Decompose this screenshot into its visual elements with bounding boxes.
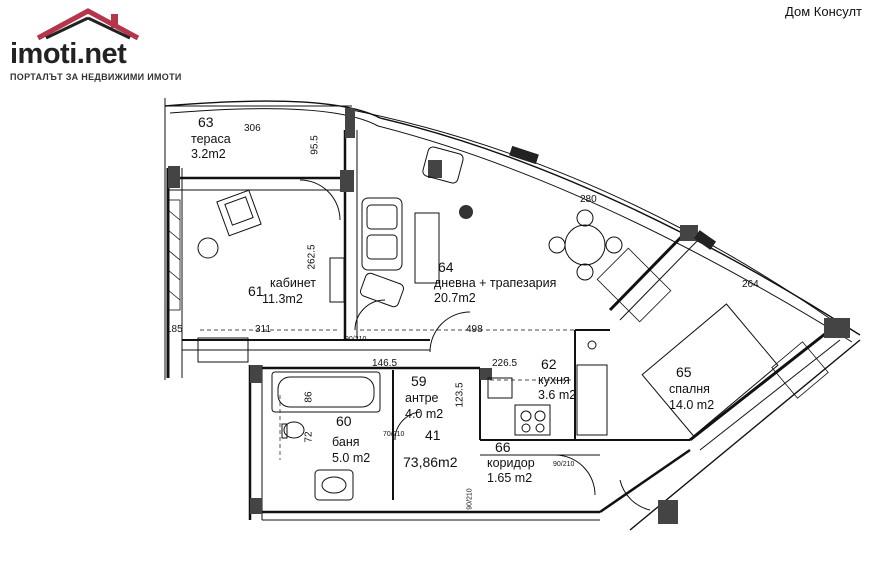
room-number-hall: 59 <box>411 373 427 389</box>
dim-label: 146.5 <box>372 358 398 369</box>
room-number-bathroom: 60 <box>336 413 352 429</box>
dim-label: 306 <box>244 123 261 134</box>
room-number-corridor: 66 <box>495 439 511 455</box>
imoti-logo: imoti.net ПОРТАЛЪТ ЗА НЕДВИЖИМИ ИМОТИ <box>8 8 181 88</box>
room-area-living: 20.7m2 <box>434 291 476 305</box>
room-number-terrace: 63 <box>198 114 214 130</box>
door-tag: 70/210 <box>383 431 405 438</box>
room-area-terrace: 3.2m2 <box>191 147 226 161</box>
door-tag: 90/210 <box>553 461 575 468</box>
brand-tagline: ПОРТАЛЪТ ЗА НЕДВИЖИМИ ИМОТИ <box>10 72 182 82</box>
room-name-terrace: тераса <box>191 132 231 146</box>
room-name-corridor: коридор <box>487 456 535 470</box>
room-number-bedroom: 65 <box>676 364 692 380</box>
watermark: Дом Консулт <box>785 4 862 19</box>
room-area-office: 11.3m2 <box>262 292 303 306</box>
house-roof-icon <box>36 8 140 41</box>
dim-label: 262.5 <box>306 244 318 270</box>
room-area-kitchen: 3.6 m2 <box>538 388 577 402</box>
brand-name: imoti.net <box>10 38 127 70</box>
room-name-hall: антре <box>405 391 439 405</box>
dim-label: 226.5 <box>492 358 518 369</box>
dim-label: 72 <box>303 431 315 443</box>
apartment-total-area: 73,86m2 <box>403 454 458 470</box>
room-number-office: 61 <box>248 283 264 299</box>
room-name-living: дневна + трапезария <box>434 276 557 290</box>
dim-label: 86 <box>303 391 315 403</box>
room-name-office: кабинет <box>270 276 317 290</box>
room-area-hall: 4.0 m2 <box>405 407 444 421</box>
dim-label: 280 <box>580 194 597 205</box>
dim-label: 185 <box>166 324 183 335</box>
dim-label: 498 <box>466 324 483 335</box>
dim-label: 311 <box>255 324 271 335</box>
room-name-kitchen: кухня <box>538 373 570 387</box>
room-area-corridor: 1.65 m2 <box>487 471 533 485</box>
room-name-bedroom: спалня <box>669 382 710 396</box>
room-number-kitchen: 62 <box>541 356 557 372</box>
room-number-living: 64 <box>438 259 454 275</box>
door-tag: 90/210 <box>345 336 367 343</box>
room-area-bathroom: 5.0 m2 <box>332 451 371 465</box>
door-tag: 90/210 <box>466 488 474 510</box>
dim-label: 95.5 <box>309 135 321 155</box>
dim-label: 264 <box>742 279 759 290</box>
dim-label: 123.5 <box>454 382 466 408</box>
room-area-bedroom: 14.0 m2 <box>669 398 715 412</box>
room-name-bathroom: баня <box>332 435 360 449</box>
apartment-number: 41 <box>425 427 441 443</box>
